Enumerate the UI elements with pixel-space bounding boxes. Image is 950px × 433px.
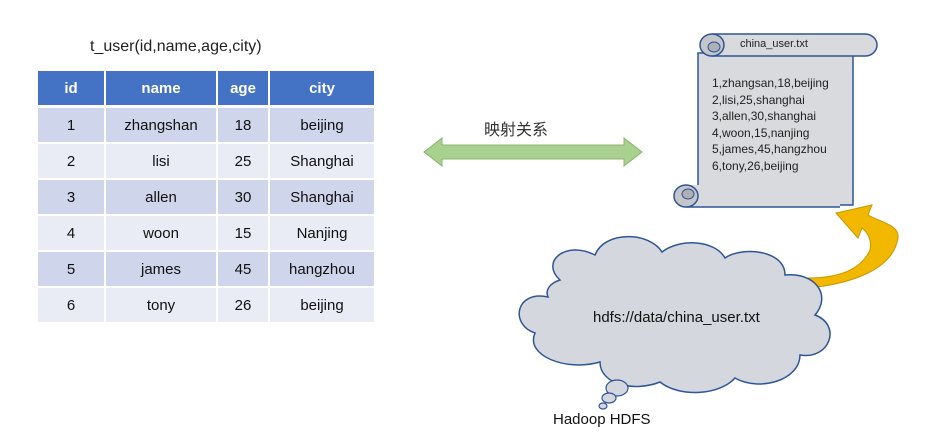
upload-arrow [807,204,899,289]
table-row: 2 lisi 25 Shanghai [38,144,374,180]
file-line: 3,allen,30,shanghai [712,109,817,123]
cell-city: Shanghai [270,144,374,180]
table-row: 6 tony 26 beijing [38,288,374,324]
hdfs-path: hdfs://data/china_user.txt [593,309,760,326]
cell-name: lisi [106,144,218,180]
cell-id: 1 [38,108,106,144]
cell-age: 25 [218,144,270,180]
cloud-bubble [605,379,629,397]
mapping-arrow [423,136,643,168]
cell-name: allen [106,180,218,216]
cell-id: 4 [38,216,106,252]
file-line: 5,james,45,hangzhou [712,142,827,156]
table-row: 5 james 45 hangzhou [38,252,374,288]
file-line: 1,zhangsan,18,beijing [712,76,829,90]
header-age: age [218,71,270,108]
cell-id: 5 [38,252,106,288]
cell-age: 26 [218,288,270,324]
cloud-bubble [598,402,608,410]
table-row: 3 allen 30 Shanghai [38,180,374,216]
hdfs-label: Hadoop HDFS [553,411,651,428]
cell-id: 3 [38,180,106,216]
cell-id: 2 [38,144,106,180]
header-name: name [106,71,218,108]
mapping-label: 映射关系 [484,122,549,139]
user-table: id name age city 1 zhangshan 18 beijing … [38,71,374,324]
cell-name: zhangshan [106,108,218,144]
cell-age: 18 [218,108,270,144]
cell-age: 15 [218,216,270,252]
hdfs-cloud [518,235,831,394]
cell-city: beijing [270,108,374,144]
header-city: city [270,71,374,108]
scroll-shape [673,33,878,208]
table-header-row: id name age city [38,71,374,108]
cell-city: beijing [270,288,374,324]
header-id: id [38,71,106,108]
cell-name: tony [106,288,218,324]
cloud-bubble [601,392,617,404]
table-row: 4 woon 15 Nanjing [38,216,374,252]
cell-city: Nanjing [270,216,374,252]
file-name: china_user.txt [740,38,808,50]
cell-age: 45 [218,252,270,288]
cell-id: 6 [38,288,106,324]
cell-age: 30 [218,180,270,216]
file-line: 6,tony,26,beijing [712,158,799,173]
table-row: 1 zhangshan 18 beijing [38,108,374,144]
file-contents: 1,zhangsan,18,beijing 2,lisi,25,shanghai… [712,75,829,174]
file-line: 2,lisi,25,shanghai [712,92,805,107]
table-title: t_user(id,name,age,city) [90,38,262,55]
cell-city: hangzhou [270,252,374,288]
cell-name: james [106,252,218,288]
cell-city: Shanghai [270,180,374,216]
cell-name: woon [106,216,218,252]
file-line: 4,woon,15,nanjing [712,125,810,140]
